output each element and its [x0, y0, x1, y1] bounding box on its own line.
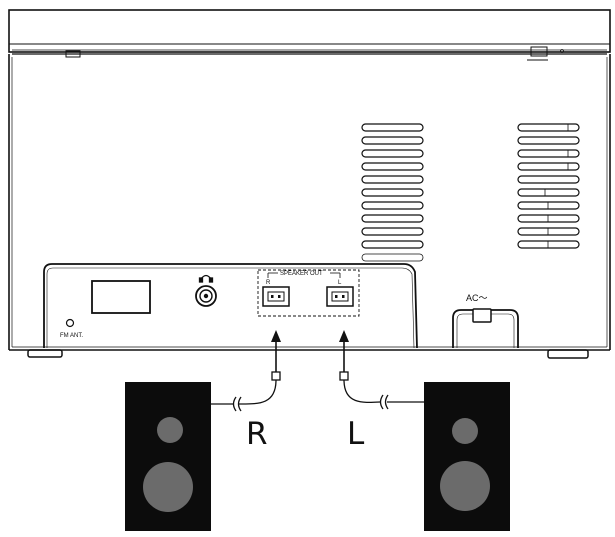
speaker-out-r-terminal — [262, 286, 290, 307]
left-speaker-plug — [339, 371, 349, 381]
turntable-lid — [8, 9, 611, 61]
cable-arrows — [271, 330, 349, 372]
display-window — [91, 280, 151, 314]
speaker-out-label: SPEAKER OUT — [280, 271, 323, 277]
right-speaker-label: R — [246, 416, 268, 452]
cabinet-body — [8, 54, 611, 351]
speaker-out-l-terminal — [326, 286, 354, 307]
left-speaker — [424, 382, 510, 531]
speaker-out-group: SPEAKER OUT R L — [257, 269, 360, 317]
fm-antenna-jack: FM ANT. — [60, 318, 83, 339]
speaker-plugs — [271, 371, 349, 381]
vent-slots-right — [517, 123, 580, 249]
connector-panel — [43, 263, 418, 349]
right-speaker-tweeter — [157, 417, 183, 443]
speaker-out-r-label: R — [266, 280, 271, 286]
left-speaker-tweeter — [452, 418, 478, 444]
headphone-icon — [198, 274, 214, 283]
speaker-out-l-label: L — [338, 280, 342, 286]
ac-label: AC～ — [466, 293, 488, 303]
ac-inlet: AC～ — [452, 293, 519, 348]
right-speaker-woofer — [143, 462, 193, 512]
speaker-cables — [211, 379, 425, 412]
vent-slots-left — [361, 123, 424, 262]
fm-antenna-label: FM ANT. — [60, 333, 83, 339]
cabinet-feet — [27, 349, 589, 359]
right-speaker-plug — [271, 371, 281, 381]
right-speaker — [125, 382, 211, 531]
headphone-jack — [195, 274, 217, 307]
left-speaker-woofer — [440, 461, 490, 511]
left-speaker-label: L — [347, 416, 365, 452]
